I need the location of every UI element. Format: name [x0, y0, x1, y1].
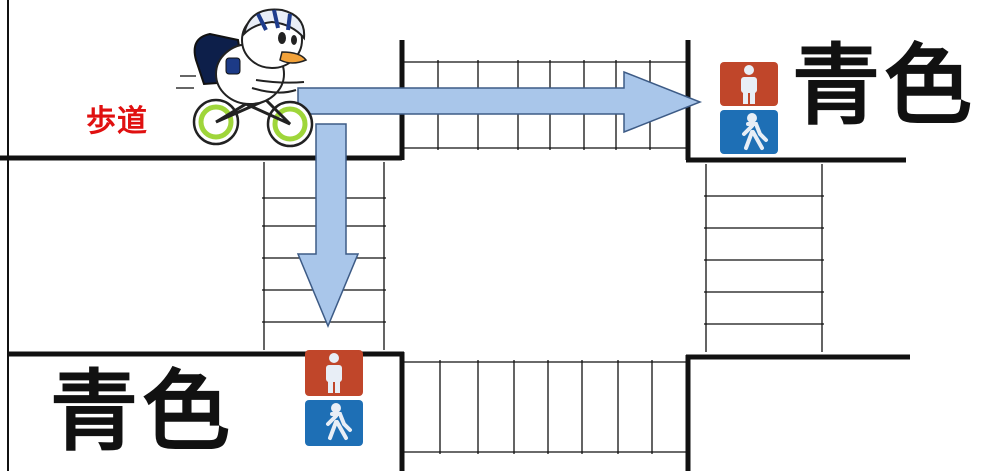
pedestrian-stop-icon	[720, 62, 778, 106]
cyclist-mascot-icon	[176, 8, 314, 148]
arrow-right	[297, 70, 703, 134]
pedestrian-walk-icon	[305, 400, 363, 446]
signal-bottom	[305, 350, 363, 446]
pedestrian-stop-icon	[305, 350, 363, 396]
pedestrian-walk-icon	[720, 110, 778, 154]
sidewalk-label: 歩道	[86, 104, 148, 139]
signal-top	[720, 62, 778, 154]
crosswalk-bottom	[404, 360, 686, 454]
green-signal-label-bottom: 青色	[50, 360, 235, 463]
green-signal-label-top: 青色	[792, 34, 977, 137]
crosswalk-right	[704, 164, 824, 352]
arrow-down	[296, 123, 360, 328]
